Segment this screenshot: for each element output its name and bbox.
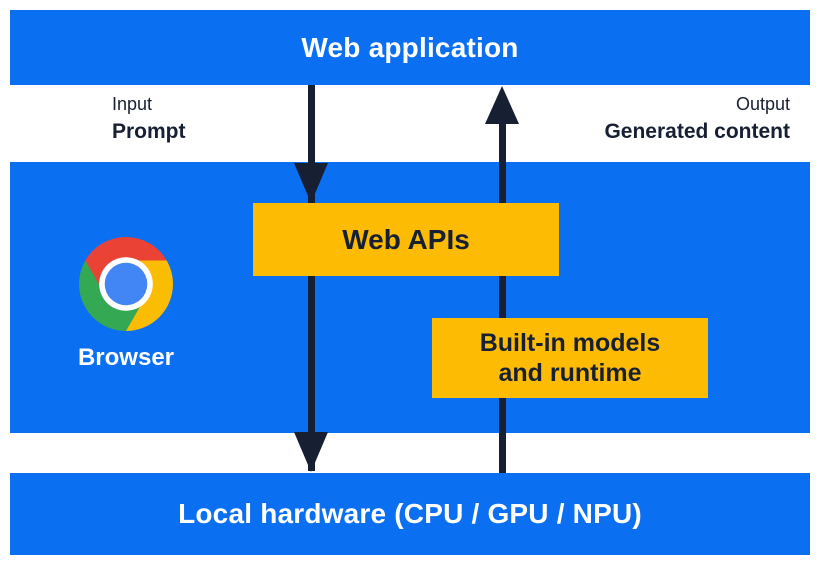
web-apis-label: Web APIs: [342, 223, 470, 255]
generated-content-label: Generated content: [604, 120, 790, 143]
output-flow-labels: Output Generated content: [604, 94, 790, 144]
prompt-arrowhead-bottom-icon: [294, 432, 328, 472]
web-application-label: Web application: [301, 31, 519, 63]
input-label: Input: [112, 94, 153, 114]
local-hardware-banner: Local hardware (CPU / GPU / NPU): [10, 473, 810, 555]
browser-label: Browser: [77, 344, 175, 371]
output-arrowhead-top-icon: [485, 86, 519, 124]
local-hardware-label: Local hardware (CPU / GPU / NPU): [178, 498, 642, 529]
web-apis-box: Web APIs: [253, 203, 559, 276]
chrome-browser-icon: [79, 237, 173, 331]
input-flow-labels: Input Prompt: [112, 94, 186, 144]
web-application-banner: Web application: [10, 10, 810, 85]
builtin-models-label: Built-in models and runtime: [479, 328, 661, 388]
prompt-label: Prompt: [112, 120, 186, 143]
prompt-arrow-shaft: [308, 85, 315, 471]
builtin-models-box: Built-in models and runtime: [432, 318, 708, 398]
output-label: Output: [735, 94, 790, 114]
output-arrow-shaft: [499, 120, 506, 473]
